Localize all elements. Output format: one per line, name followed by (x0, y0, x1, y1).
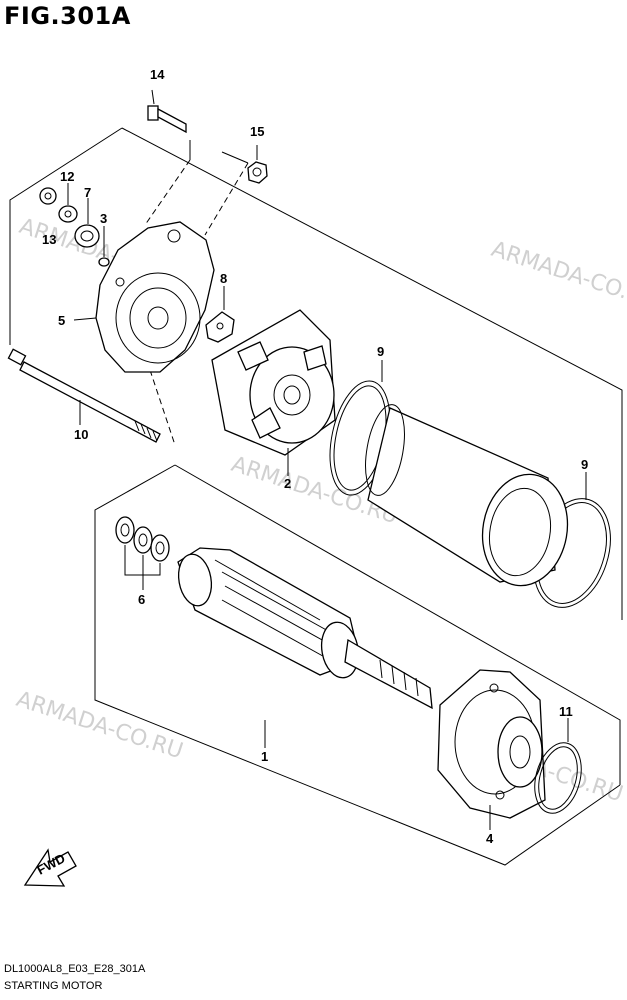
callout-15: 15 (250, 124, 264, 139)
o-ring-11 (534, 718, 582, 814)
callout-9-lower: 9 (581, 457, 588, 472)
callout-7: 7 (84, 185, 91, 200)
washers-6 (115, 516, 170, 590)
assembly-frame (9, 127, 623, 866)
end-housing-5 (73, 221, 215, 373)
callout-9-upper: 9 (377, 344, 384, 359)
callout-6: 6 (138, 592, 145, 607)
through-bolt-10 (7, 348, 161, 443)
callout-8: 8 (220, 271, 227, 286)
alignment-lines (144, 140, 249, 446)
callout-3: 3 (100, 211, 107, 226)
callout-14: 14 (150, 67, 165, 82)
callout-12: 12 (60, 169, 74, 184)
model-code: DL1000AL8_E03_E28_301A (4, 963, 146, 975)
armature-1 (177, 547, 433, 748)
callout-13: 13 (42, 232, 56, 247)
bolt-14 (147, 89, 187, 134)
callout-4: 4 (486, 831, 494, 846)
terminal-8 (205, 286, 235, 343)
callout-2: 2 (284, 476, 291, 491)
callout-10: 10 (74, 427, 88, 442)
callout-1: 1 (261, 749, 268, 764)
callout-5: 5 (58, 313, 65, 328)
nut-15 (247, 145, 268, 184)
figure-title: FIG.301A (4, 2, 131, 30)
yoke-housing (365, 404, 569, 587)
small-parts-12-13-7-3 (39, 183, 110, 267)
fwd-arrow: FWD (23, 848, 77, 887)
diagram-name: STARTING MOTOR (4, 980, 103, 992)
drive-housing-4 (437, 669, 546, 830)
brush-holder-2 (211, 309, 336, 476)
watermark-2: ARMADA-CO.RU (488, 237, 627, 314)
callout-11: 11 (559, 704, 573, 719)
